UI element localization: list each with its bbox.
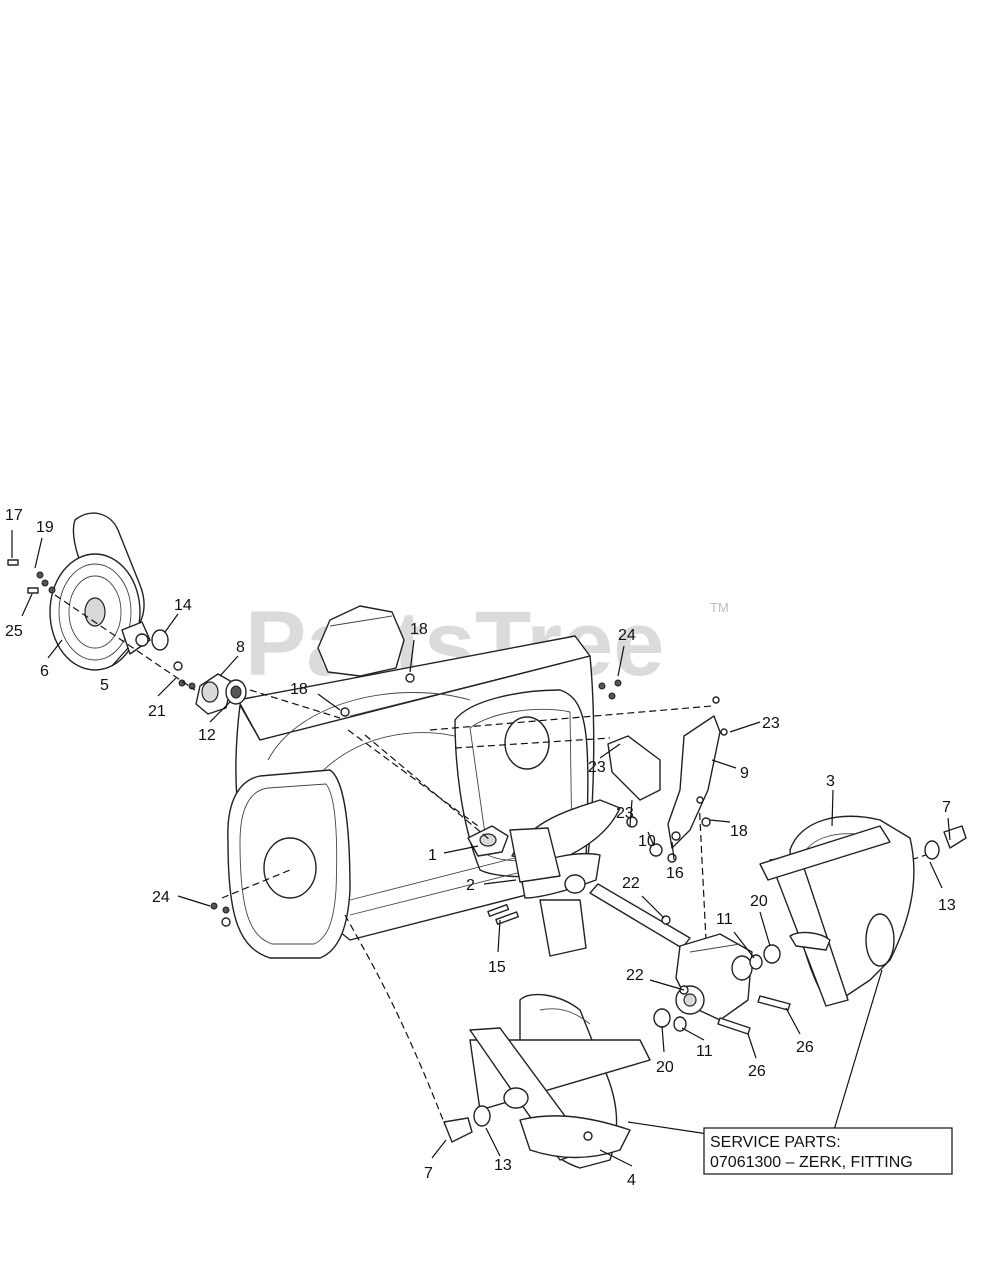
callout-21: 21 bbox=[148, 703, 166, 720]
callout-23-mid: 23 bbox=[616, 805, 634, 822]
callout-25: 25 bbox=[5, 623, 23, 640]
callout-23-left: 23 bbox=[588, 759, 606, 776]
callout-19: 19 bbox=[36, 519, 54, 536]
service-parts-item: 07061300 – ZERK, FITTING bbox=[710, 1154, 913, 1171]
axis-line-impeller-a bbox=[364, 734, 491, 841]
callout-7-left: 7 bbox=[424, 1165, 433, 1182]
callout-9: 9 bbox=[740, 765, 749, 782]
callout-15: 15 bbox=[488, 959, 506, 976]
axis-line-left-bolts bbox=[221, 869, 291, 899]
callout-13-left: 13 bbox=[494, 1157, 512, 1174]
callout-3: 3 bbox=[826, 773, 835, 790]
callout-20-right: 20 bbox=[750, 893, 768, 910]
callout-labels: 17 19 25 6 5 14 21 8 12 18 18 24 23 9 23… bbox=[5, 507, 956, 1189]
callout-6: 6 bbox=[40, 663, 49, 680]
service-parts-heading: SERVICE PARTS: bbox=[710, 1134, 841, 1151]
callout-5: 5 bbox=[100, 677, 109, 694]
callout-18-housing: 18 bbox=[290, 681, 308, 698]
leader-lines bbox=[11, 530, 951, 1167]
callout-11-left: 11 bbox=[696, 1043, 713, 1060]
callout-24-left: 24 bbox=[152, 889, 170, 906]
watermark-trademark: TM bbox=[710, 600, 729, 615]
callout-13-right: 13 bbox=[938, 897, 956, 914]
callout-4: 4 bbox=[627, 1172, 636, 1189]
callout-24-top: 24 bbox=[618, 627, 636, 644]
callout-26-right: 26 bbox=[796, 1039, 814, 1056]
impeller-assembly bbox=[467, 799, 621, 957]
axis-line-bracket-b bbox=[454, 737, 611, 749]
auger-housing bbox=[227, 605, 595, 959]
callout-1: 1 bbox=[428, 847, 437, 864]
bracket-assembly bbox=[340, 673, 728, 863]
axis-line-left-bearing bbox=[344, 914, 446, 1126]
callout-23-right: 23 bbox=[762, 715, 780, 732]
callout-22-bottom: 22 bbox=[626, 967, 644, 984]
callout-8: 8 bbox=[236, 639, 245, 656]
callout-16: 16 bbox=[666, 865, 684, 882]
axis-line-pulley bbox=[54, 594, 196, 691]
right-auger bbox=[759, 815, 967, 1007]
callout-22-top: 22 bbox=[622, 875, 640, 892]
left-auger bbox=[443, 993, 651, 1169]
callout-26-left: 26 bbox=[748, 1063, 766, 1080]
callout-7-right: 7 bbox=[942, 799, 951, 816]
callout-10: 10 bbox=[638, 833, 656, 850]
pulley-assembly bbox=[7, 512, 247, 715]
service-parts-box: SERVICE PARTS: 07061300 – ZERK, FITTING bbox=[703, 1127, 953, 1175]
callout-14: 14 bbox=[174, 597, 192, 614]
axis-line-pulley-shaft bbox=[249, 689, 341, 719]
axis-line-impeller-b bbox=[347, 729, 479, 827]
callout-11-right: 11 bbox=[716, 911, 733, 928]
callout-12: 12 bbox=[198, 727, 216, 744]
gearbox-assembly bbox=[589, 883, 791, 1035]
callout-17: 17 bbox=[5, 507, 23, 524]
axis-line-bracket-a bbox=[429, 705, 713, 731]
callout-20-left: 20 bbox=[656, 1059, 674, 1076]
fasteners bbox=[210, 902, 231, 927]
callout-18-top: 18 bbox=[410, 621, 428, 638]
callout-18-bracket: 18 bbox=[730, 823, 748, 840]
callout-2: 2 bbox=[466, 877, 475, 894]
